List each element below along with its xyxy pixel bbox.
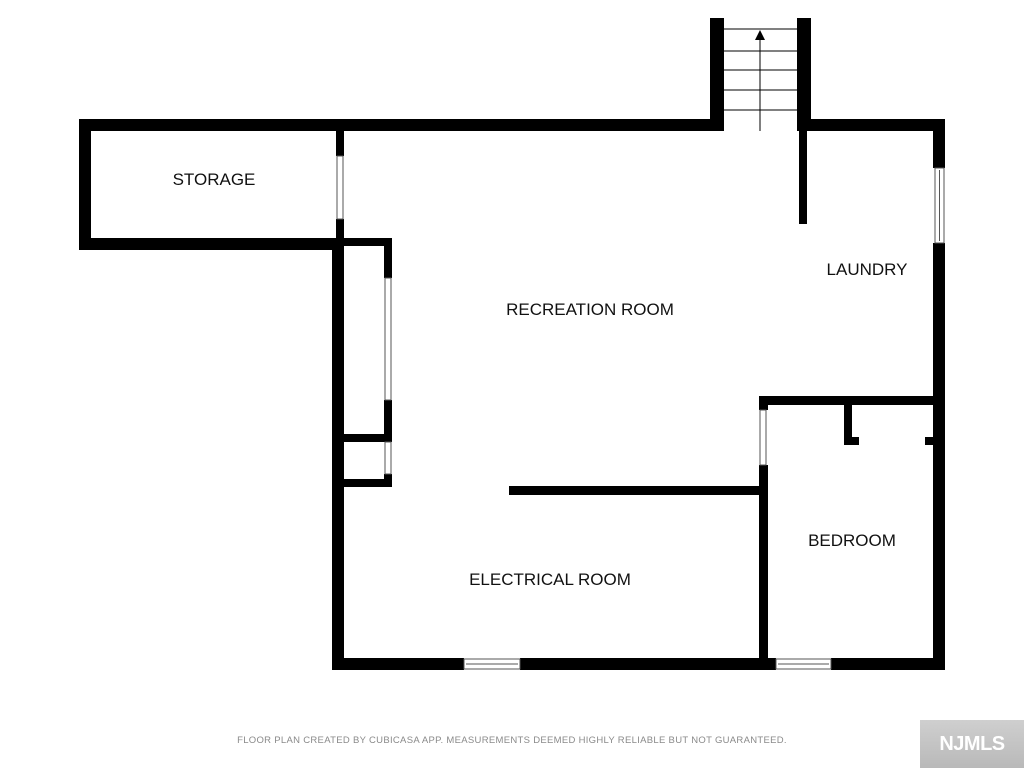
- wall-top-left: [79, 119, 712, 131]
- wall-laundry-stub: [799, 131, 807, 224]
- walls: [79, 18, 945, 670]
- wall-storage-partition-top: [336, 131, 344, 156]
- wall-bedroom-top: [759, 396, 945, 405]
- windows: [336, 155, 945, 670]
- wall-storage-partition-bottom: [336, 219, 344, 250]
- njmls-logo: NJMLS: [920, 720, 1024, 768]
- wall-bedroom-left-top: [759, 396, 768, 410]
- wall-closet-shelf: [344, 434, 392, 442]
- wall-bedroom-closet: [844, 404, 852, 445]
- wall-closet-front-top: [384, 238, 392, 278]
- closet-door-opening: [384, 277, 392, 401]
- room-label-laundry: LAUNDRY: [827, 260, 908, 279]
- wall-closet-bottom: [344, 479, 392, 487]
- wall-storage-bottom: [79, 238, 344, 250]
- wall-right-a: [933, 119, 945, 168]
- stair-up-arrow-icon: [755, 30, 765, 40]
- bedroom-door-opening: [759, 409, 767, 466]
- room-label-electrical: ELECTRICAL ROOM: [469, 570, 631, 589]
- brand-text: NJMLS: [939, 732, 1005, 755]
- wall-closet-front-low: [384, 474, 392, 487]
- wall-stair-right: [797, 18, 811, 131]
- wall-storage-left: [79, 119, 91, 250]
- wall-bedroom-closet-return: [844, 437, 859, 445]
- wall-closet-front-bottom: [384, 400, 392, 442]
- storage-door-opening: [336, 155, 344, 220]
- wall-bottom-b: [520, 658, 776, 670]
- wall-electrical-divider: [509, 486, 767, 495]
- room-label-recreation: RECREATION ROOM: [506, 300, 674, 319]
- staircase: [724, 28, 797, 131]
- wall-closet-top: [344, 238, 392, 246]
- wall-top-right: [808, 119, 945, 131]
- footer-disclaimer: FLOOR PLAN CREATED BY CUBICASA APP. MEAS…: [237, 735, 787, 746]
- room-label-storage: STORAGE: [173, 170, 256, 189]
- wall-bedroom-closet-right: [925, 437, 935, 445]
- closet-low-opening: [384, 441, 392, 475]
- wall-bottom-c: [831, 658, 945, 670]
- wall-bedroom-left: [759, 465, 768, 670]
- wall-left: [332, 238, 344, 670]
- wall-bottom-a: [332, 658, 464, 670]
- room-label-bedroom: BEDROOM: [808, 531, 896, 550]
- wall-stair-left: [710, 18, 724, 131]
- wall-right-b: [933, 243, 945, 670]
